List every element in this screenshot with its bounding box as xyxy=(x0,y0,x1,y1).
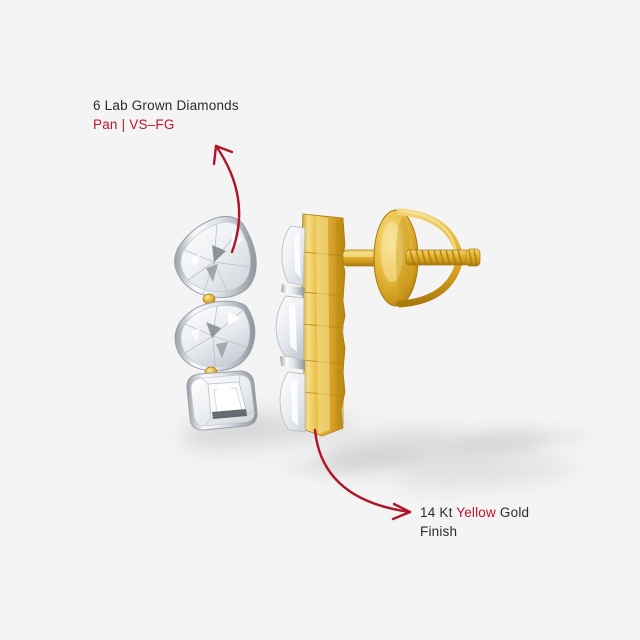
arrowhead-top xyxy=(212,144,234,166)
shadow-back xyxy=(312,430,578,487)
side-diamonds xyxy=(275,225,306,433)
metal-karat: 14 Kt xyxy=(420,505,457,520)
metal-type: Gold xyxy=(495,505,530,520)
curved-arrow-up-left xyxy=(214,144,241,254)
metal-spec-line2: Finish xyxy=(420,524,458,539)
shadow-front xyxy=(180,413,356,448)
diamond-spec-line2: Pan | VS–FG xyxy=(93,115,239,134)
metal-color-highlight: Yellow xyxy=(456,505,496,520)
diamond-spec-separator: | xyxy=(121,117,126,132)
curved-arrow-right xyxy=(313,428,412,514)
wire-loop-highlight xyxy=(400,209,459,257)
threaded-post xyxy=(342,249,390,267)
pear-diamond xyxy=(174,216,257,305)
metal-spec-annotation: 14 Kt Yellow Gold Finish xyxy=(420,503,529,541)
screw-back-disc xyxy=(373,209,419,307)
shadow-haze xyxy=(280,430,590,474)
gold-setting-edge xyxy=(299,213,346,437)
emerald-cut-diamond xyxy=(186,370,258,431)
threaded-shaft xyxy=(405,248,481,267)
diamond-grade: VS–FG xyxy=(129,117,175,132)
diamond-spec-line1: 6 Lab Grown Diamonds xyxy=(93,98,239,113)
wire-loop xyxy=(396,208,464,308)
metal-spec-line1: 14 Kt Yellow Gold xyxy=(420,503,529,522)
arrowhead-bottom xyxy=(391,502,412,521)
oval-diamond xyxy=(174,300,256,378)
diamond-clarity-prefix: Pan xyxy=(93,117,118,132)
diamond-spec-annotation: 6 Lab Grown Diamonds Pan | VS–FG xyxy=(93,96,239,134)
